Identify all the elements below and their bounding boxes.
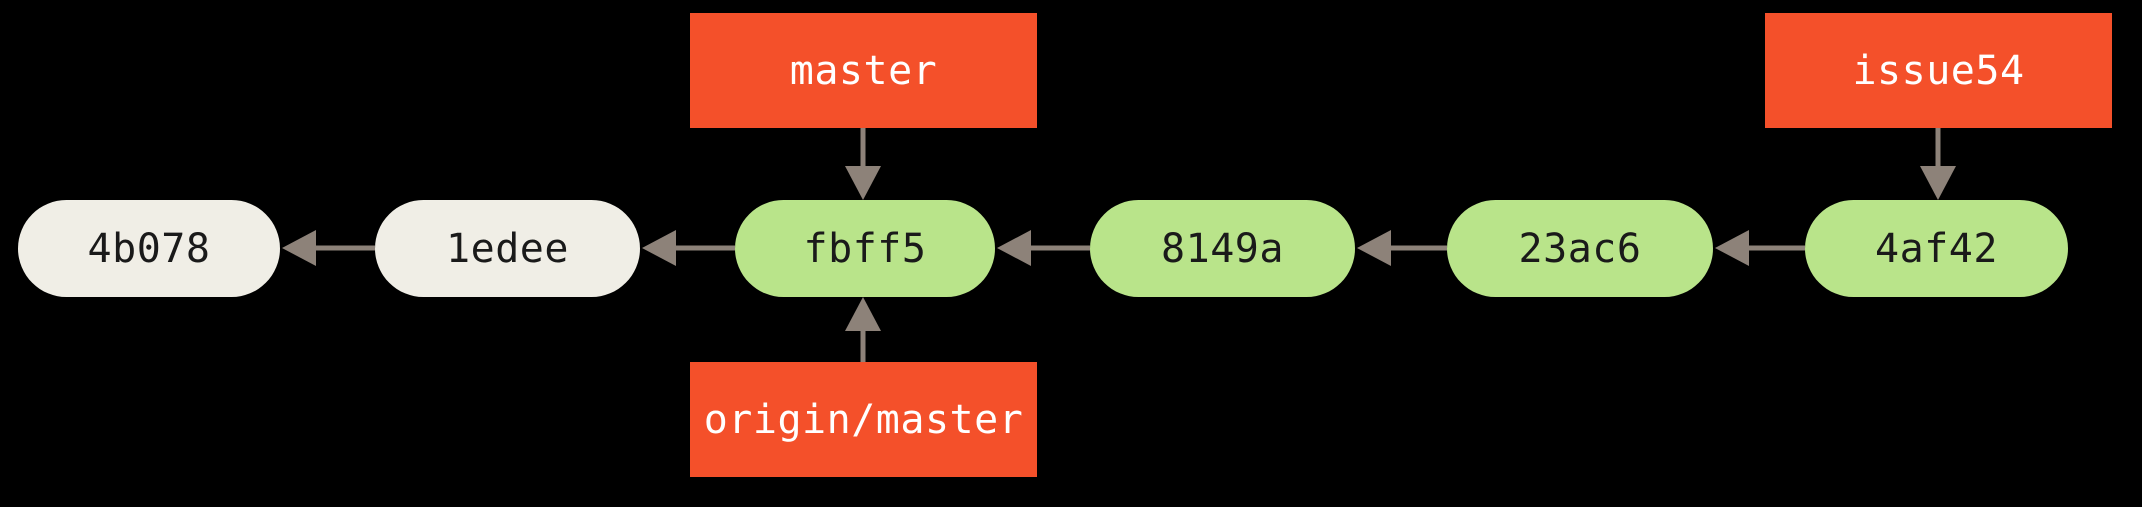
commit-label: 8149a xyxy=(1161,225,1284,272)
commit-node-fbff5[interactable]: fbff5 xyxy=(735,200,995,297)
branch-label-origin-master[interactable]: origin/master xyxy=(690,362,1037,477)
parent-edge-8149a-to-fbff5 xyxy=(997,230,1090,266)
branch-label-text: issue54 xyxy=(1852,47,2025,94)
branch-label-text: origin/master xyxy=(703,396,1024,443)
branch-label-issue54[interactable]: issue54 xyxy=(1765,13,2112,128)
commit-label: fbff5 xyxy=(803,225,927,272)
branch-edge-issue54-to-4af42 xyxy=(1920,128,1956,200)
parent-edge-fbff5-to-1edee xyxy=(642,230,735,266)
branch-edge-origin-master-to-fbff5 xyxy=(845,297,881,362)
commit-label: 4af42 xyxy=(1875,225,1998,272)
parent-edge-4af42-to-23ac6 xyxy=(1715,230,1805,266)
commit-node-4b078[interactable]: 4b078 xyxy=(18,200,280,297)
commit-label: 23ac6 xyxy=(1518,225,1642,272)
branch-label-master[interactable]: master xyxy=(690,13,1037,128)
commit-node-23ac6[interactable]: 23ac6 xyxy=(1447,200,1713,297)
parent-edge-1edee-to-4b078 xyxy=(282,230,375,266)
commit-node-1edee[interactable]: 1edee xyxy=(375,200,640,297)
branch-edge-master-to-fbff5 xyxy=(845,128,881,200)
branch-label-text: master xyxy=(789,47,938,94)
commit-node-8149a[interactable]: 8149a xyxy=(1090,200,1355,297)
parent-edge-23ac6-to-8149a xyxy=(1357,230,1447,266)
commit-label: 4b078 xyxy=(87,225,211,272)
commit-label: 1edee xyxy=(446,225,569,272)
commit-node-4af42[interactable]: 4af42 xyxy=(1805,200,2068,297)
